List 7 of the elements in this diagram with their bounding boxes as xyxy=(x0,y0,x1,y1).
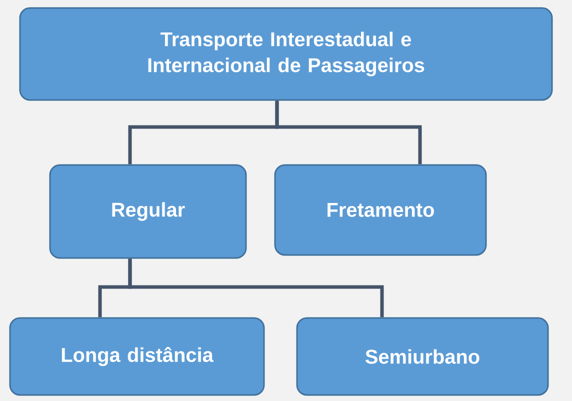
category-box: Fretamento xyxy=(274,164,487,256)
connector-line xyxy=(275,100,422,164)
category-box: Transporte Interestadual e Internacional de Passageiros xyxy=(19,7,553,101)
category-box: Longa distância xyxy=(9,317,265,396)
category-box: Regular xyxy=(49,164,247,259)
category-box: Semiurbano xyxy=(296,317,549,396)
connector-line xyxy=(128,258,384,318)
